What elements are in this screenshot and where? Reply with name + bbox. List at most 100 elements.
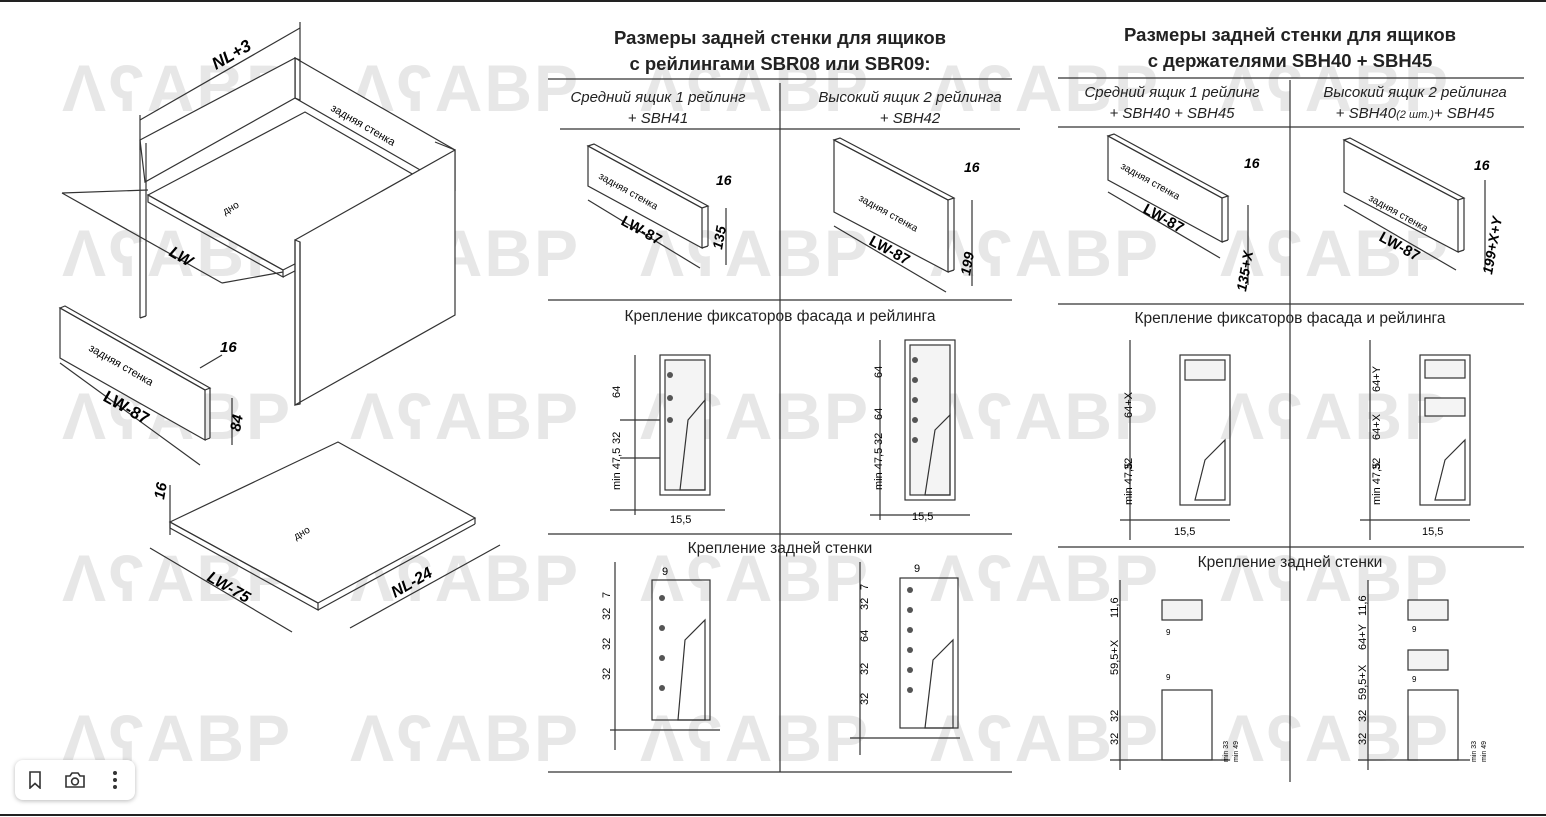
section-sbh-title-line2: с держателями SBH40 + SBH45 xyxy=(1147,50,1433,71)
watermark: ΛʕАВР xyxy=(640,541,871,615)
sbh-col2-line2: + SBH40(2 шт.)+ SBH45 xyxy=(1300,103,1530,126)
dim-16-bottom: 16 xyxy=(151,481,171,501)
watermark: ΛʕАВР xyxy=(930,51,1161,125)
sbr-panel1-height: 135 xyxy=(709,225,729,251)
sbh-back2-dim: min 49 xyxy=(1481,741,1488,762)
sbr-panel1-thickness: 16 xyxy=(716,172,732,188)
sbh-col1-line2: + SBH40 + SBH45 xyxy=(1109,105,1235,122)
sbh-back2-dim: 32 xyxy=(1357,710,1369,722)
sbr-col1-line1: Средний ящик 1 рейлинг xyxy=(570,89,746,106)
watermark: ΛʕАВР xyxy=(350,701,581,775)
sbh-col1-header: Средний ящик 1 рейлинг + SBH40 + SBH45 xyxy=(1062,82,1282,124)
sbh-back2-dim: 9 xyxy=(1412,675,1417,684)
sbr-back1-dim: 32 xyxy=(601,638,613,650)
section-sbr-title-line1: Размеры задней стенки для ящиков xyxy=(614,27,946,48)
sbh-back2-dim: 11,6 xyxy=(1357,595,1369,616)
sbh-back1-dim: 9 xyxy=(1166,673,1171,682)
sbr-front2-dim: 32 xyxy=(873,433,885,445)
dim-16-back: 16 xyxy=(220,339,237,356)
sbr-back2-dim: 9 xyxy=(914,563,920,575)
sbh-back2-dim: 59,5+X xyxy=(1357,664,1369,700)
sbr-section-drawings: задняя стенка LW-87 16 135 задняя стенка… xyxy=(548,78,1020,773)
sbh-front1-dim: 64+X xyxy=(1123,391,1135,418)
sbr-col2-line2: + SBH42 xyxy=(879,110,941,127)
sbr-front1-dim: 64 xyxy=(611,386,623,398)
camera-icon xyxy=(65,772,85,788)
sbr-front2-dim: 64 xyxy=(873,408,885,420)
sbh-back1-dim: min 49 xyxy=(1233,741,1240,762)
sbh-panel2-thickness: 16 xyxy=(1474,157,1490,173)
sbh-back2-dim: 64+Y xyxy=(1357,623,1369,650)
sbh-back2-dim: 9 xyxy=(1412,625,1417,634)
floating-toolbar xyxy=(15,760,135,800)
sbh-front2-dim: 64+X xyxy=(1371,413,1383,440)
sbr-front1-dim: 15,5 xyxy=(670,514,691,526)
sbh-back1-dim: 11,6 xyxy=(1109,597,1121,618)
top-border xyxy=(0,0,1546,2)
sbh-col2-line1: Высокий ящик 2 рейлинга xyxy=(1323,84,1507,101)
sbh-back1-dim: min 33 xyxy=(1223,741,1230,762)
sbh-front2-dim: 15,5 xyxy=(1422,526,1443,538)
sbr-back1-dim: 7 xyxy=(601,592,613,598)
sbr-back2-dim: 32 xyxy=(859,693,871,705)
watermark: ΛʕАВР xyxy=(1220,216,1451,290)
bookmark-button[interactable] xyxy=(15,760,55,800)
sbr-back2-dim: 7 xyxy=(859,584,871,590)
sbr-back2-dim: 32 xyxy=(859,663,871,675)
sbr-col1-header: Средний ящик 1 рейлинг + SBH41 xyxy=(550,87,766,129)
section-sbh-title-line1: Размеры задней стенки для ящиков xyxy=(1124,24,1456,45)
sbr-front2-dim: 15,5 xyxy=(912,511,933,523)
sbh-back2-dim: min 33 xyxy=(1471,741,1478,762)
sbh-front2-dim: 32 xyxy=(1371,458,1383,470)
bottom-border xyxy=(0,814,1546,816)
sbr-back1-dim: 32 xyxy=(601,668,613,680)
sbh-front1-dim: 32 xyxy=(1123,458,1135,470)
watermark: ΛʕАВР xyxy=(1220,379,1451,453)
sbr-back1-dim: 9 xyxy=(662,566,668,578)
sbh-front2-dim: 64+Y xyxy=(1371,365,1383,392)
drawer-isometric-diagram: NL+3 LW задняя стенка дно задняя стенка … xyxy=(58,22,501,633)
sbh-col2-line2-qty: (2 шт.) xyxy=(1396,109,1434,121)
sbr-front2-dim: 64 xyxy=(873,366,885,378)
sbh-back2-dim: 32 xyxy=(1357,733,1369,745)
watermark: ΛʕАВР xyxy=(1220,51,1451,125)
sbh-panel1-height: 135+X xyxy=(1233,248,1256,293)
sbr-panel2-thickness: 16 xyxy=(964,159,980,175)
watermark: ΛʕАВР xyxy=(930,216,1161,290)
section-sbr-title: Размеры задней стенки для ящиков с рейли… xyxy=(548,25,1012,77)
sbr-back2-dim: 64 xyxy=(859,630,871,642)
sbr-back1-dim: 32 xyxy=(601,608,613,620)
dim-lw-75: LW-75 xyxy=(204,569,254,608)
more-options-button[interactable] xyxy=(95,760,135,800)
camera-button[interactable] xyxy=(55,760,95,800)
sbr-front1-dim: min 47,5 xyxy=(611,448,623,490)
sbh-col2-header: Высокий ящик 2 рейлинга + SBH40(2 шт.)+ … xyxy=(1300,82,1530,126)
sbr-back2-dim: 32 xyxy=(859,598,871,610)
sbr-col2-line1: Высокий ящик 2 рейлинга xyxy=(818,89,1002,106)
sbh-back1-dim: 59,5+X xyxy=(1109,639,1121,675)
sbh-front2-dim: min 47,5 xyxy=(1371,463,1383,505)
dim-nl-24: NL-24 xyxy=(389,564,436,601)
sbh-col1-line1: Средний ящик 1 рейлинг xyxy=(1084,84,1260,101)
sbh-back1-dim: 32 xyxy=(1109,710,1121,722)
more-vertical-icon xyxy=(113,771,117,789)
sbh-front1-dim: min 47,5 xyxy=(1123,463,1135,505)
sbh-col2-line2-part: + SBH45 xyxy=(1433,105,1495,122)
sbh-back1-dim: 32 xyxy=(1109,733,1121,745)
watermark: ΛʕАВР xyxy=(350,379,581,453)
dim-lw: LW xyxy=(166,244,197,272)
sbh-front1-dim: 15,5 xyxy=(1174,526,1195,538)
sbr-panel2-height: 199 xyxy=(957,251,977,277)
sbh-section-drawings: задняя стенка LW-87 16 135+X задняя стен… xyxy=(1058,77,1524,782)
bookmark-icon xyxy=(29,771,41,789)
watermark: ΛʕАВР xyxy=(640,51,871,125)
sbh-panel2-height: 199+X+Y xyxy=(1479,214,1505,276)
sbh-back1-dim: 9 xyxy=(1166,628,1171,637)
sbh-col2-line2-part: + SBH40 xyxy=(1335,105,1397,122)
sbh-panel2-width: LW-87 xyxy=(1376,229,1423,265)
sbr-front2-dim: min 47,5 xyxy=(873,448,885,490)
watermark: ΛʕАВР xyxy=(1220,701,1451,775)
section-sbr-title-line2: с рейлингами SBR08 или SBR09: xyxy=(629,53,931,74)
dim-84: 84 xyxy=(227,413,247,433)
sbr-col1-line2: + SBH41 xyxy=(627,110,689,127)
